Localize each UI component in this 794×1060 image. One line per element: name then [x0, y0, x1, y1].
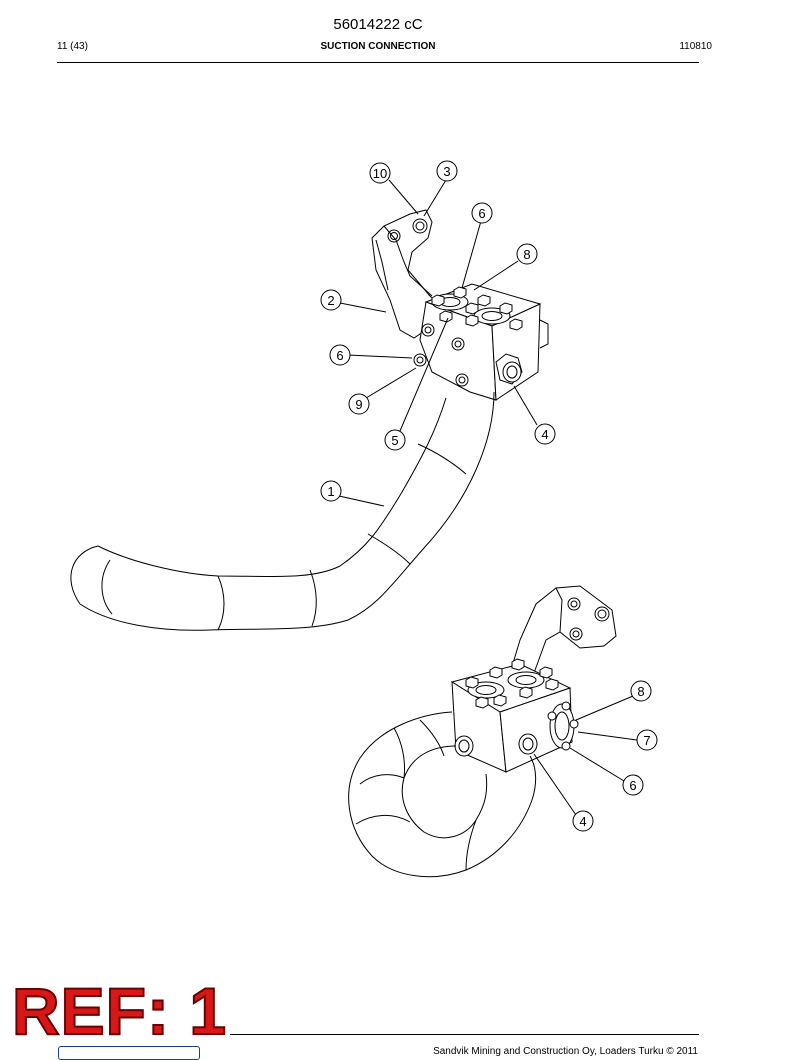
lower-bracket	[507, 585, 617, 685]
lower-leader-lines	[533, 695, 638, 816]
callout-balloon: 8	[630, 680, 652, 702]
page-count: 11 (43)	[57, 41, 88, 52]
callout-number: 4	[579, 814, 586, 829]
callout-number: 4	[541, 427, 548, 442]
callout-balloon: 8	[516, 243, 538, 265]
callout-number: 8	[523, 247, 530, 262]
callout-number: 6	[478, 206, 485, 221]
callout-balloon: 6	[471, 202, 493, 224]
section-title: SUCTION CONNECTION	[320, 41, 436, 52]
callout-balloon: 6	[622, 774, 644, 796]
upper-leader-lines	[338, 179, 538, 507]
callout-number: 5	[391, 433, 398, 448]
callout-balloon: 7	[636, 729, 658, 751]
upper-assembly-view: 10 3 6 8 2 6 9 5 4 1	[70, 160, 556, 631]
lower-suction-hose	[348, 711, 537, 878]
callout-balloon: 9	[348, 393, 370, 415]
callout-number: 7	[643, 733, 650, 748]
date-code: 110810	[679, 41, 712, 52]
callout-balloon: 2	[320, 289, 342, 311]
lower-manifold-block	[450, 658, 579, 773]
callout-balloon: 6	[329, 344, 351, 366]
callout-number: 8	[637, 684, 644, 699]
reference-stamp: REF: 1	[11, 974, 228, 1048]
lower-callouts: 8 7 6 4	[572, 680, 658, 832]
callout-balloon: 4	[534, 423, 556, 445]
company-logo	[58, 1046, 200, 1060]
copyright-notice: Sandvik Mining and Construction Oy, Load…	[433, 1046, 698, 1057]
callout-balloon: 4	[572, 810, 594, 832]
document-number: 56014222 cC	[333, 16, 423, 33]
upper-manifold-block	[413, 283, 549, 401]
footer-rule	[230, 1034, 699, 1035]
header-rule	[57, 62, 699, 63]
callout-number: 10	[373, 166, 387, 181]
lower-assembly-view: 8 7 6 4	[348, 585, 658, 878]
callout-balloon: 1	[320, 480, 342, 502]
callout-number: 6	[336, 348, 343, 363]
callout-balloon: 3	[436, 160, 458, 182]
callout-number: 6	[629, 778, 636, 793]
upper-suction-hose	[70, 391, 495, 631]
callout-balloon: 5	[384, 429, 406, 451]
callout-number: 3	[443, 164, 450, 179]
callout-balloon: 10	[369, 162, 391, 184]
callout-number: 2	[327, 293, 334, 308]
callout-number: 1	[327, 484, 334, 499]
upper-callouts: 10 3 6 8 2 6 9 5 4 1	[320, 160, 556, 502]
callout-number: 9	[355, 397, 362, 412]
